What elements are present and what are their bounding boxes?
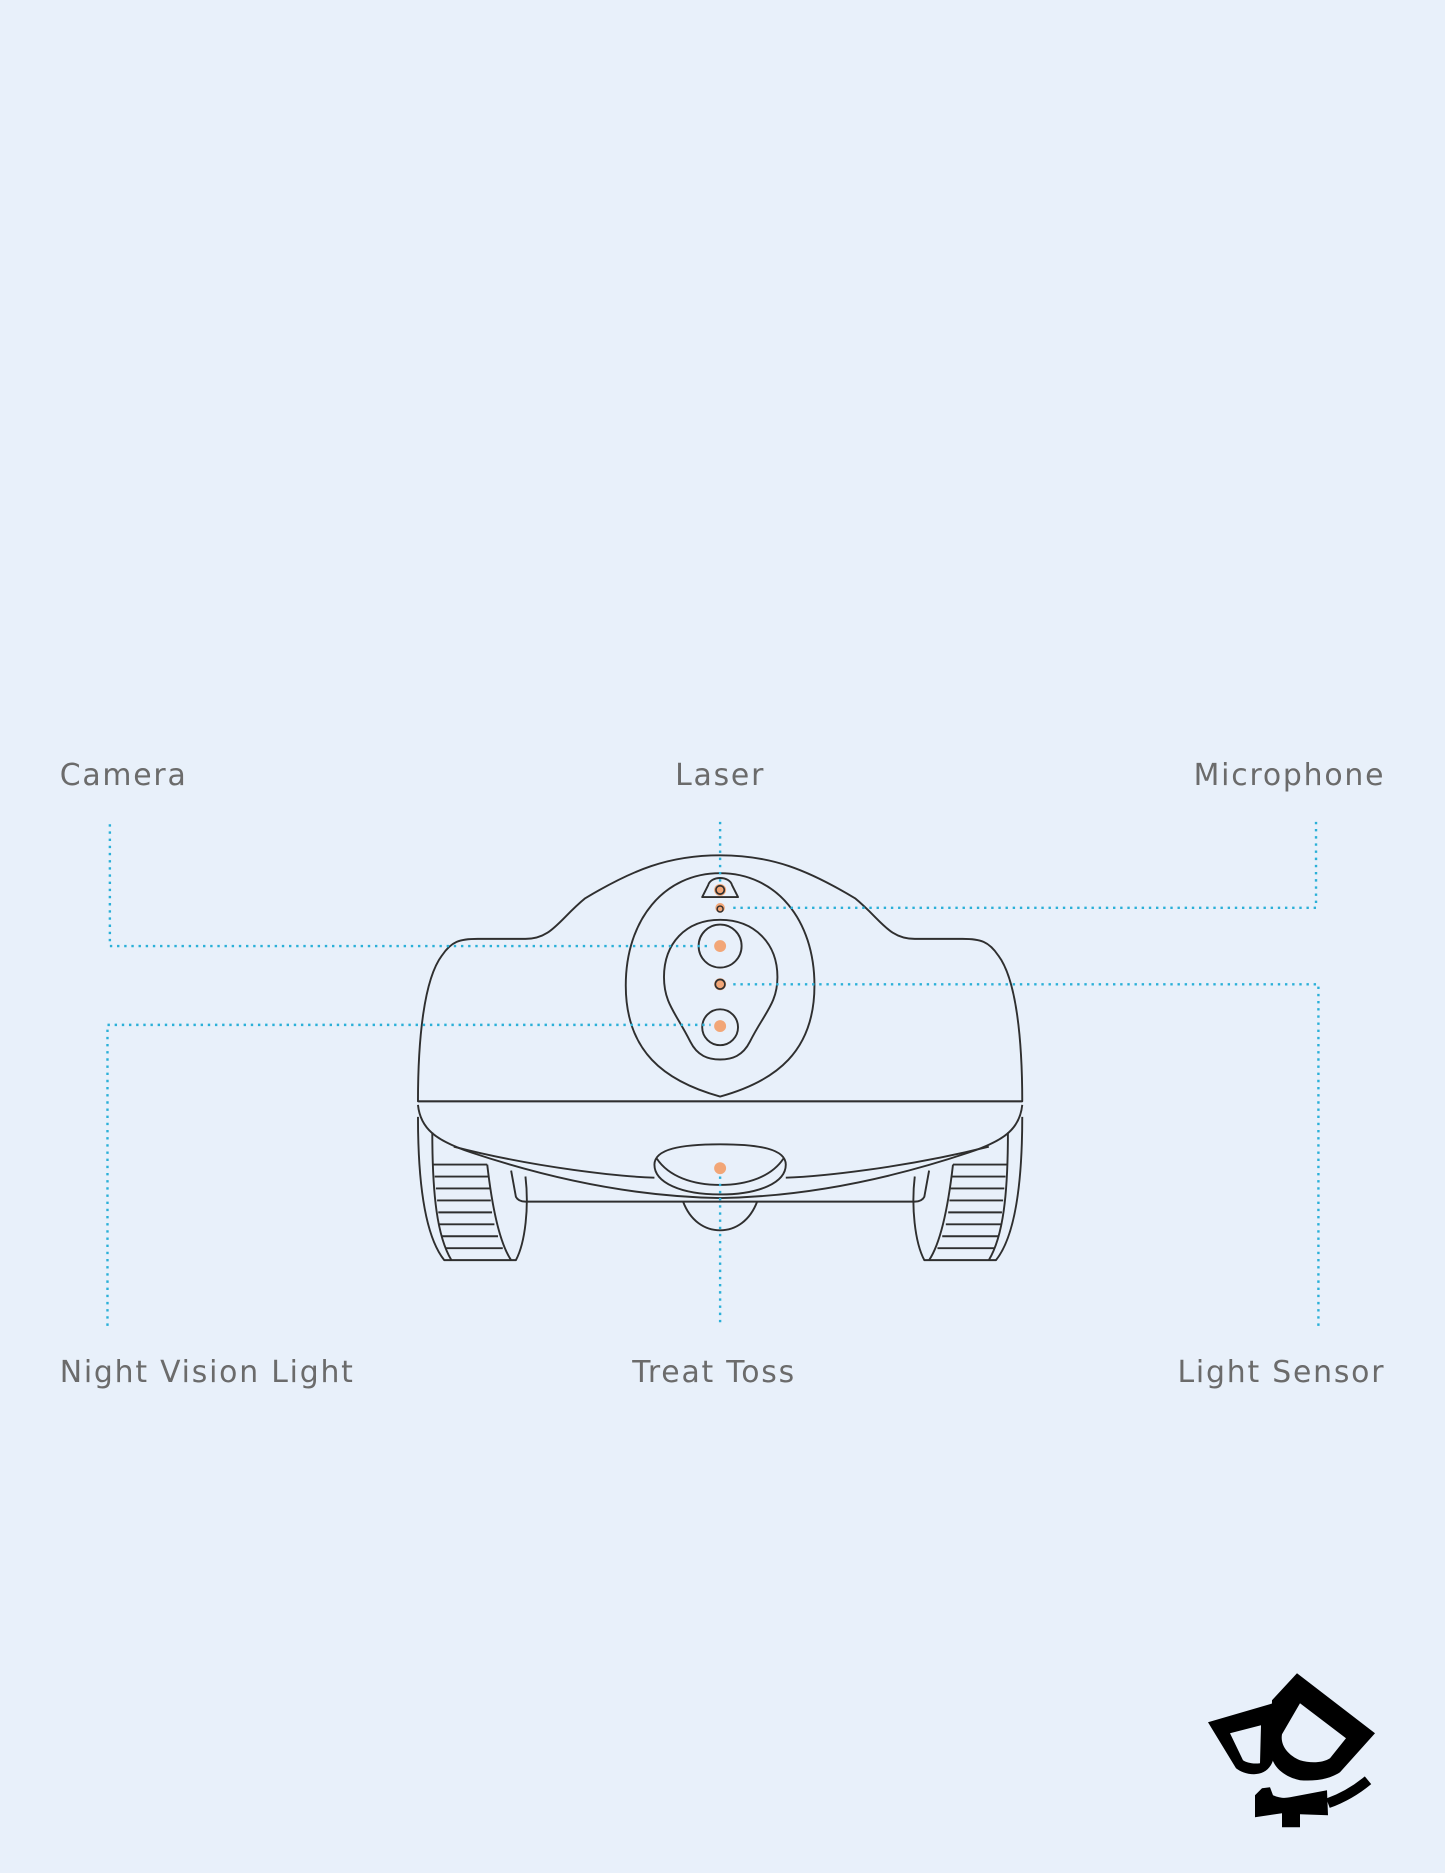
chassis <box>510 1170 931 1203</box>
label-night-vision-light: Night Vision Light <box>60 1355 355 1390</box>
face-panel <box>624 872 816 1098</box>
laser-ring <box>715 884 726 895</box>
label-microphone: Microphone <box>1194 758 1386 793</box>
leader-microphone <box>728 821 1318 910</box>
inner-panel <box>663 918 779 1061</box>
label-laser: Laser <box>675 758 765 793</box>
laser-housing <box>701 877 739 899</box>
leader-night-vision <box>106 1023 711 1326</box>
robot-body <box>417 854 1024 1103</box>
left-wheel <box>417 1116 528 1262</box>
leader-camera <box>108 824 711 948</box>
night-vision-dot <box>714 1020 727 1033</box>
bumper-inner <box>453 1145 990 1179</box>
brand-logo-icon <box>1207 1673 1375 1828</box>
chassis-bulge <box>682 1201 759 1232</box>
night-vision-lens <box>701 1008 739 1047</box>
label-light-sensor: Light Sensor <box>1178 1355 1386 1390</box>
robot-drawing <box>417 854 1024 1262</box>
treat-toss-dot <box>714 1162 727 1175</box>
camera-dot <box>714 940 727 953</box>
microphone-ring <box>716 905 724 913</box>
label-camera: Camera <box>60 758 188 793</box>
light-sensor-ring <box>714 978 726 990</box>
label-treat-toss: Treat Toss <box>631 1355 796 1390</box>
right-wheel <box>912 1116 1024 1262</box>
